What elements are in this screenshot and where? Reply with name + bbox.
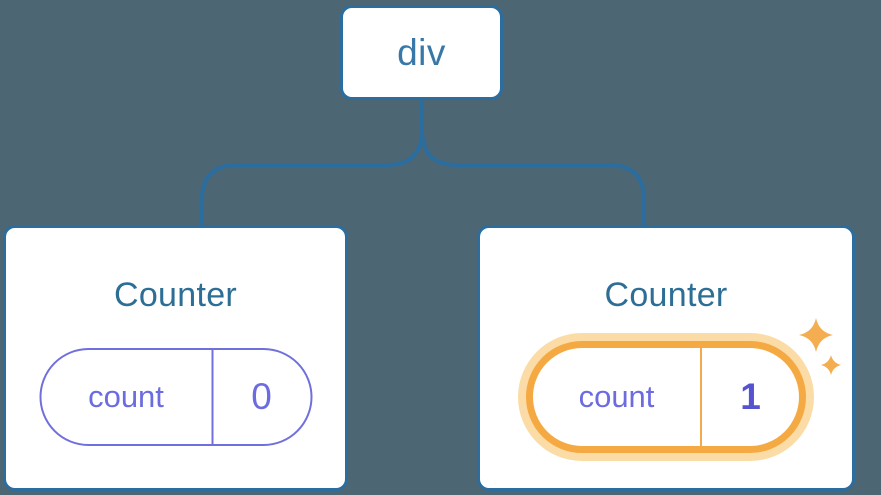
root-node: div <box>340 5 503 100</box>
counter-title: Counter <box>113 276 238 314</box>
counter-title: Counter <box>604 276 728 314</box>
state-pill: count 0 <box>39 348 312 446</box>
counter-card-0: Counter count 0 <box>3 225 348 491</box>
connector-branch-right <box>420 128 646 228</box>
state-pill-highlighted: count 1 <box>526 341 806 453</box>
state-name-label: count <box>88 379 164 414</box>
counter-card-1: Counter count 1 <box>477 225 855 491</box>
root-node-label: div <box>397 31 446 73</box>
pill-divider <box>211 350 213 444</box>
state-name-label: count <box>578 379 655 414</box>
state-value: 1 <box>740 376 761 417</box>
state-value: 0 <box>251 376 272 417</box>
pill-divider <box>700 348 702 446</box>
connector-branch-left <box>200 99 424 228</box>
